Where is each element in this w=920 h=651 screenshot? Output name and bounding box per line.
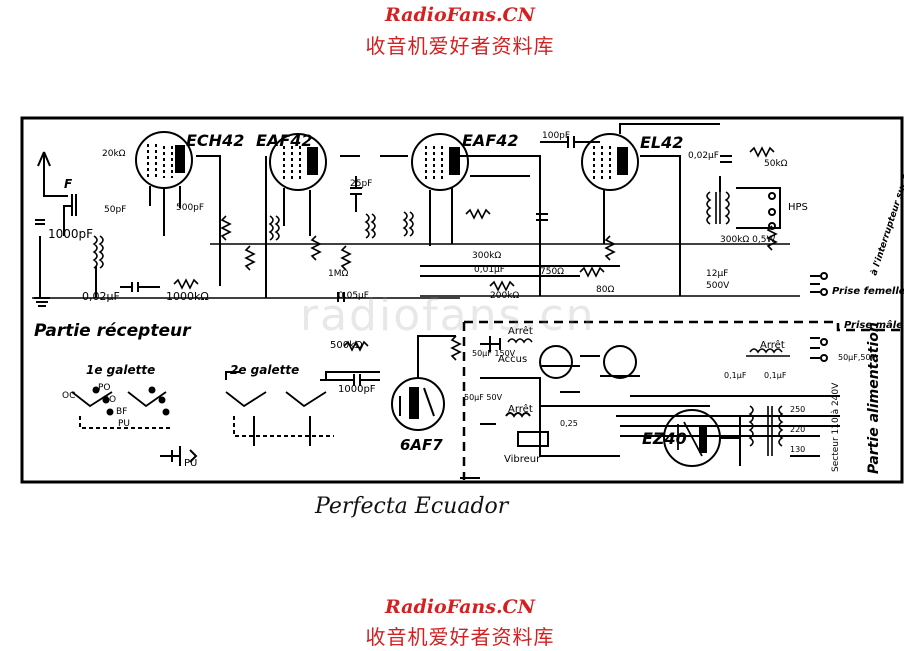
label-secteur: Secteur 110 à 240V <box>831 382 841 472</box>
tube-ech42 <box>135 131 193 236</box>
label-tap-250: 250 <box>790 405 805 414</box>
label-100pf: 100pF <box>542 131 570 141</box>
label-1000pf: 1000pF <box>48 227 93 241</box>
galette-1-label: 1e galette <box>86 363 155 377</box>
switch-pos-bf: BF <box>116 407 127 417</box>
label-prise-femelle: Prise femelle filtr. <box>832 286 904 297</box>
label-25pf: 25pF <box>350 179 372 189</box>
label-accus: Accus <box>498 354 527 365</box>
label-500k: 500kΩ <box>330 340 363 351</box>
label-01uf-b: 0,1μF <box>764 371 787 380</box>
tube-6af7 <box>391 335 456 431</box>
site-title-top: RadioFans.CN <box>384 4 536 26</box>
section-label-receiver: Partie récepteur <box>34 321 192 341</box>
switch-pos-go: GO <box>102 395 116 405</box>
tube-label-eaf42-b: EAF42 <box>462 131 519 150</box>
watermark: radiofans.cn <box>300 290 596 341</box>
label-vibreur: Vibreur <box>504 454 541 465</box>
label-1000k: 1000kΩ <box>166 290 209 303</box>
tube-label-6af7: 6AF7 <box>400 436 443 454</box>
tube-label-eaf42-a: EAF42 <box>256 131 313 150</box>
label-arret-3: Arrêt <box>760 339 785 351</box>
label-1000pf-b: 1000pF <box>338 384 376 395</box>
switch-pos-po: PO <box>98 383 111 393</box>
label-200k: 200kΩ <box>490 291 519 301</box>
vibrator-circuit <box>480 336 840 457</box>
tube-label-el42: EL42 <box>640 133 683 152</box>
label-arret-2: Arrêt <box>508 403 533 415</box>
tube-ez40 <box>663 409 741 467</box>
galette-2-label: 2e galette <box>230 363 299 377</box>
label-prise-male: Prise mâle <box>844 319 903 331</box>
pu-label: PU <box>184 458 197 469</box>
label-300-05w: 300kΩ 0,5W <box>720 235 775 245</box>
label-025: 0,25 <box>560 419 578 428</box>
label-01uf: 0,1μF <box>724 371 747 380</box>
label-500v: 500V <box>706 281 730 291</box>
site-subtitle-top: 收音机爱好者资料库 <box>365 34 555 58</box>
label-005uf: 0,05μF <box>338 291 369 301</box>
mains-transformer <box>748 405 820 457</box>
antenna-symbol <box>35 151 77 298</box>
power-section-border <box>462 320 902 480</box>
label-750: 750Ω <box>540 267 564 277</box>
tube-eaf42-b <box>411 133 469 246</box>
label-12uf: 12μF <box>706 269 728 279</box>
label-tap-220: 220 <box>790 425 805 434</box>
output-transformer <box>706 187 781 230</box>
label-300k: 300kΩ <box>472 251 501 261</box>
tube-label-ech42: ECH42 <box>186 131 244 150</box>
label-002uf: 0,02μF <box>82 290 120 303</box>
input-coil <box>92 235 104 269</box>
label-80: 80Ω <box>596 285 614 295</box>
switch-pos-pu: PU <box>118 419 130 429</box>
tube-el42 <box>581 123 720 244</box>
label-20k: 20kΩ <box>102 149 126 159</box>
section-label-power: Partie alimentation <box>866 322 882 474</box>
label-hp: HPS <box>788 202 808 213</box>
site-subtitle-bottom: 收音机爱好者资料库 <box>365 625 555 649</box>
galette-2-switch <box>225 371 380 446</box>
pu-jack <box>160 446 198 466</box>
label-50uf-50v-b: 50μF,50V <box>838 353 877 362</box>
tube-eaf42-a <box>269 133 327 236</box>
label-50k: 50kΩ <box>764 159 788 169</box>
label-interrupteur: à l'interrupteur sur potentiomètre de 50… <box>868 116 904 277</box>
label-50uf-150v: 50μF 150V <box>472 349 516 358</box>
radio-schematic: ECH42 EAF42 EAF42 EL42 6AF7 EZ40 Partie … <box>20 116 904 484</box>
label-1m: 1MΩ <box>328 269 348 279</box>
schematic-frame <box>20 116 904 484</box>
tube-label-ez40: EZ40 <box>642 429 687 448</box>
schematic-caption: Perfecta Ecuador <box>315 494 509 519</box>
label-50pf: 50pF <box>104 205 126 215</box>
label-0002uf: 0,02μF <box>688 151 719 161</box>
label-50uf-50v: 50μF 50V <box>464 393 503 402</box>
label-antenna-f: F <box>64 177 73 191</box>
label-500pf: 500pF <box>176 203 204 213</box>
label-001uf: 0,01μF <box>474 265 505 275</box>
switch-pos-oc: OC <box>62 391 75 401</box>
label-tap-130: 130 <box>790 445 805 454</box>
label-arret-1: Arrêt <box>508 325 533 337</box>
site-title-bottom: RadioFans.CN <box>384 596 536 618</box>
galette-1-switch <box>71 386 170 429</box>
